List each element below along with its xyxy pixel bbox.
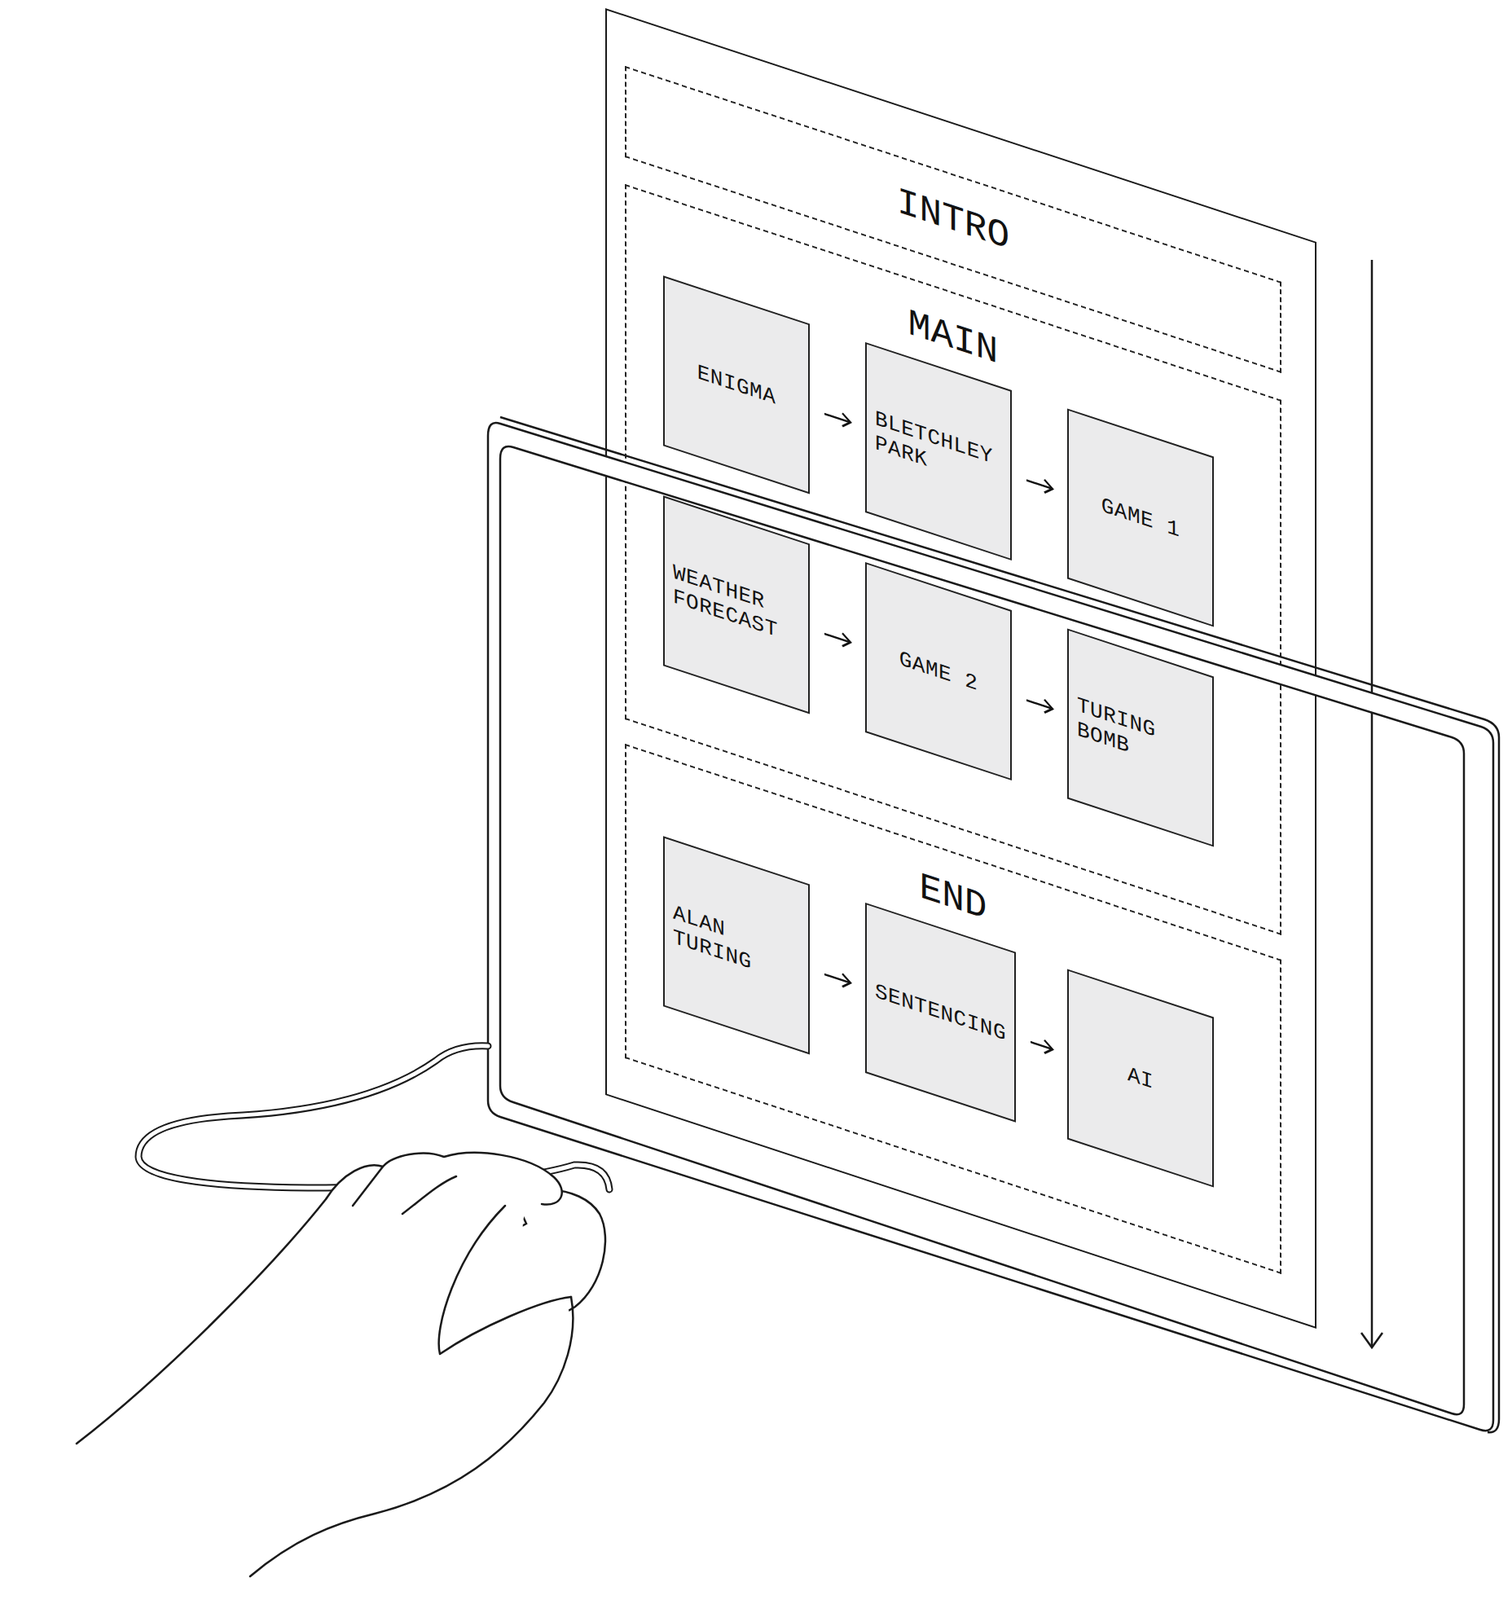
box-label: AI — [1127, 1061, 1154, 1095]
frame-bezel — [487, 422, 1494, 1431]
content-box: BLETCHLEY PARK — [865, 342, 1012, 561]
arrowhead — [1044, 1040, 1053, 1056]
arrowhead — [842, 632, 851, 649]
content-box: ENIGMA — [663, 275, 810, 494]
scroll-line — [1371, 259, 1374, 1348]
arrowhead — [842, 973, 851, 989]
page-sheet: INTROMAINENIGMABLETCHLEY PARKGAME 1WEATH… — [605, 8, 1317, 1329]
flow-arrow — [824, 967, 851, 990]
box-label: ENIGMA — [697, 360, 777, 411]
arrowhead — [1044, 479, 1053, 496]
content-box: TURING BOMB — [1067, 628, 1214, 847]
box-label: SENTENCING — [874, 978, 1007, 1047]
content-box: GAME 1 — [1067, 408, 1214, 627]
box-label: GAME 1 — [1101, 492, 1181, 544]
box-label: ALAN TURING — [672, 900, 800, 991]
box-label: BLETCHLEY PARK — [874, 405, 1003, 497]
frame-depth — [500, 417, 1499, 1433]
content-box: AI — [1067, 968, 1214, 1187]
arrowhead — [1044, 699, 1053, 716]
hand-outline — [76, 1152, 573, 1577]
box-label: WEATHER FORECAST — [672, 559, 800, 651]
content-box: ALAN TURING — [663, 835, 810, 1055]
flow-arrow — [824, 407, 851, 430]
flow-arrow — [1026, 693, 1053, 716]
flow-arrow — [1026, 473, 1053, 496]
box-label: TURING BOMB — [1076, 692, 1205, 783]
arrowhead — [842, 413, 851, 429]
flow-arrow — [824, 627, 851, 650]
flow-arrow — [1030, 1035, 1053, 1056]
content-box: SENTENCING — [865, 902, 1016, 1123]
scroll-arrowhead — [1361, 1332, 1383, 1348]
box-label: GAME 2 — [899, 646, 979, 697]
section-band: MAINENIGMABLETCHLEY PARKGAME 1WEATHER FO… — [624, 184, 1282, 936]
